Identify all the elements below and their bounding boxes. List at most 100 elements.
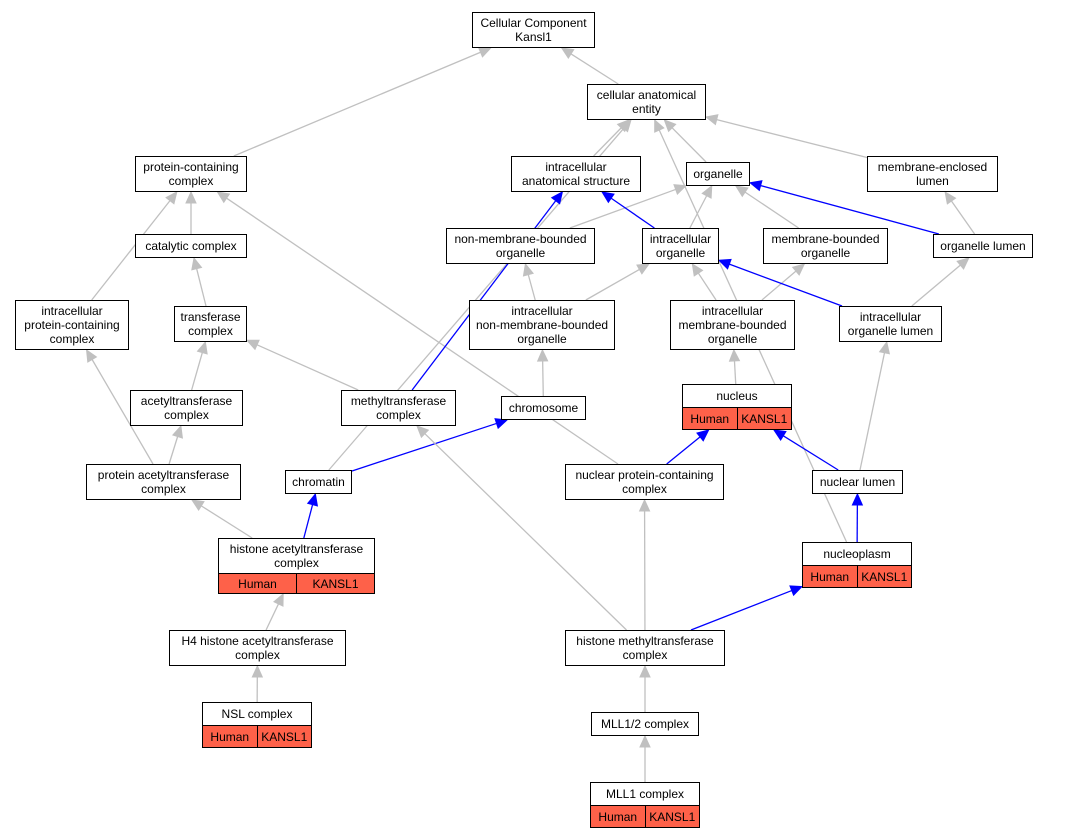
node-label-line: NSL complex bbox=[221, 707, 293, 721]
edge-arrowhead bbox=[663, 119, 677, 133]
edge-arrowhead bbox=[550, 191, 564, 205]
node-catc[interactable]: catalytic complex bbox=[135, 234, 247, 258]
edge-nmbo-to-org bbox=[569, 188, 676, 229]
node-label-line: nucleus bbox=[716, 389, 758, 403]
edge-patc-to-ipcc bbox=[91, 359, 154, 465]
node-ol[interactable]: organelle lumen bbox=[933, 234, 1033, 258]
annotation-gene: KANSL1 bbox=[296, 574, 374, 593]
edge-arrowhead bbox=[704, 114, 719, 126]
edge-pcc-to-cc bbox=[233, 51, 481, 157]
edge-ias-to-cae bbox=[593, 127, 622, 157]
node-label-line: chromatin bbox=[292, 475, 345, 489]
node-label-line: complex bbox=[164, 408, 209, 422]
edge-patc-to-atc bbox=[168, 436, 179, 465]
edge-mel-to-cae bbox=[716, 119, 868, 159]
edge-arrowhead bbox=[165, 191, 178, 205]
edge-chrt-to-chrs bbox=[351, 422, 497, 472]
edge-arrowhead bbox=[638, 498, 651, 512]
edge-io-to-ias bbox=[610, 197, 655, 229]
node-label: nucleoplasm bbox=[803, 543, 911, 566]
edge-arrowhead bbox=[734, 185, 749, 198]
node-label-line: entity bbox=[632, 102, 661, 116]
edge-cae-to-cc bbox=[570, 53, 619, 85]
edge-arrowhead bbox=[306, 492, 319, 507]
node-label-line: protein-containing bbox=[143, 160, 239, 174]
node-nl[interactable]: nuclear lumen bbox=[812, 470, 903, 494]
edge-arrowhead bbox=[701, 184, 713, 199]
node-label-line: non-membrane-bounded bbox=[475, 318, 609, 332]
node-label: nucleus bbox=[683, 385, 791, 408]
node-chrt[interactable]: chromatin bbox=[285, 470, 352, 494]
edge-io-to-org bbox=[689, 195, 708, 229]
edge-atc-to-tc bbox=[191, 352, 203, 391]
node-label-line: intracellular bbox=[511, 304, 573, 318]
edge-arrowhead bbox=[791, 263, 806, 276]
edge-arrowhead bbox=[85, 348, 98, 363]
node-label-line: organelle bbox=[707, 332, 758, 346]
annotation-gene: KANSL1 bbox=[644, 806, 699, 827]
edge-ol-to-org bbox=[760, 184, 940, 235]
node-label-line: complex bbox=[168, 174, 214, 188]
edge-hatc-to-patc bbox=[200, 505, 253, 539]
node-label-line: organelle bbox=[800, 246, 851, 260]
node-label-line: intracellular bbox=[649, 232, 712, 246]
edge-arrowhead bbox=[601, 191, 615, 204]
node-label-line: Cellular Component bbox=[480, 16, 587, 30]
edge-arrowhead bbox=[619, 119, 632, 133]
edge-arrowhead bbox=[654, 118, 665, 133]
node-label-line: cellular anatomical bbox=[596, 88, 697, 102]
edge-org-to-cae bbox=[671, 127, 707, 163]
edge-iol-to-io bbox=[729, 263, 843, 307]
edge-ol-to-mel bbox=[950, 200, 976, 235]
edge-npcc-to-nuc bbox=[666, 436, 701, 465]
edge-arrowhead bbox=[789, 585, 804, 597]
edge-hatc-to-chrt bbox=[303, 504, 314, 539]
node-label: NSL complex bbox=[203, 703, 311, 726]
node-label-line: complex bbox=[376, 408, 421, 422]
edge-chrs-to-inmbo bbox=[542, 360, 544, 397]
node-label-line: membrane-bounded bbox=[678, 318, 787, 332]
node-label-line: complex bbox=[622, 648, 668, 662]
edge-iol-to-ol bbox=[911, 264, 961, 307]
edge-tc-to-catc bbox=[196, 268, 207, 307]
edge-h4-to-hatc bbox=[265, 603, 280, 631]
annotation-species: Human bbox=[219, 574, 296, 593]
node-label-line: anatomical structure bbox=[521, 174, 631, 188]
node-label-line: complex bbox=[235, 648, 280, 662]
node-label-line: methyltransferase bbox=[350, 394, 447, 408]
node-label-line: chromosome bbox=[508, 401, 579, 415]
node-chrs[interactable]: chromosome bbox=[501, 396, 586, 420]
node-org[interactable]: organelle bbox=[686, 162, 750, 186]
node-label-line: complex bbox=[622, 482, 667, 496]
edge-arrowhead bbox=[185, 190, 197, 204]
annotation-gene: KANSL1 bbox=[256, 726, 311, 747]
node-mll12[interactable]: MLL1/2 complex bbox=[591, 712, 699, 736]
edge-arrowhead bbox=[691, 262, 704, 277]
